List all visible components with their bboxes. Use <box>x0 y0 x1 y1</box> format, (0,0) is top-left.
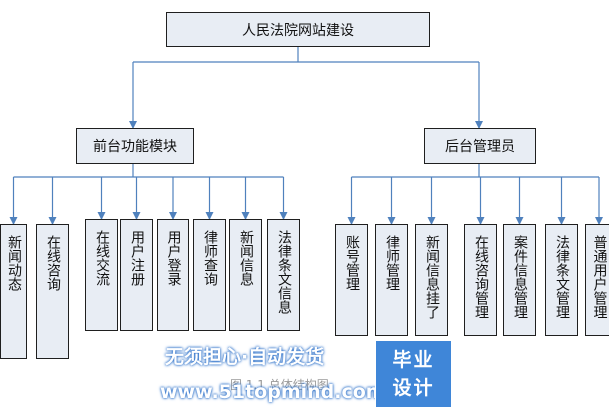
group-node-backend: 后台管理员 <box>424 128 536 164</box>
leaf-node: 在线咨询 <box>36 224 69 359</box>
leaf-node: 用户登录 <box>157 219 189 331</box>
leaf-node: 在线咨询管理 <box>464 224 497 336</box>
leaf-node-label: 在线咨询 <box>45 235 61 291</box>
leaf-node: 新闻动态 <box>0 224 27 359</box>
leaf-node: 律师查询 <box>193 219 226 331</box>
leaf-node: 法律条文管理 <box>545 224 578 336</box>
leaf-node-label: 新闻信息挂了 <box>424 235 440 319</box>
leaf-node-label: 用户登录 <box>165 230 182 286</box>
leaf-node-label: 法律条文管理 <box>554 235 570 319</box>
figure-caption: 图 1.1 总体结构图 <box>230 378 329 392</box>
leaf-node-label: 案件信息管理 <box>512 235 528 319</box>
leaf-node: 律师管理 <box>375 224 408 336</box>
watermark-badge-line2: 设计 <box>392 377 435 399</box>
leaf-node-label: 律师管理 <box>384 235 400 291</box>
leaf-node: 用户注册 <box>120 219 153 331</box>
root-node-label: 人民法院网站建设 <box>242 22 354 39</box>
group-node-frontend: 前台功能模块 <box>76 128 194 164</box>
group-node-label: 后台管理员 <box>445 139 515 155</box>
leaf-node: 普通用户管理 <box>585 224 609 336</box>
watermark-url: www.51topmind.com <box>160 381 386 403</box>
leaf-node: 账号管理 <box>335 224 368 336</box>
leaf-node: 在线交流 <box>85 219 118 331</box>
group-node-label: 前台功能模块 <box>93 139 177 155</box>
leaf-node-label: 法律条文信息 <box>276 230 292 314</box>
leaf-node: 法律条文信息 <box>267 219 300 331</box>
watermark-slogan: 无须担心·自动发货 <box>165 346 325 368</box>
leaf-node-label: 用户注册 <box>129 230 145 286</box>
leaf-node-label: 新闻动态 <box>6 235 22 291</box>
leaf-node: 案件信息管理 <box>503 224 536 336</box>
root-node: 人民法院网站建设 <box>166 12 430 47</box>
watermark-badge: 毕业 设计 <box>375 340 452 408</box>
leaf-node: 新闻信息挂了 <box>415 224 448 336</box>
leaf-node-label: 在线咨询管理 <box>473 235 489 319</box>
leaf-node-label: 普通用户管理 <box>591 235 608 319</box>
watermark-badge-line1: 毕业 <box>392 349 435 371</box>
leaf-node-label: 律师查询 <box>202 230 218 286</box>
leaf-node-label: 账号管理 <box>344 235 360 291</box>
leaf-node: 新闻信息 <box>229 219 262 331</box>
leaf-node-label: 在线交流 <box>94 230 110 286</box>
leaf-node-label: 新闻信息 <box>238 230 254 286</box>
